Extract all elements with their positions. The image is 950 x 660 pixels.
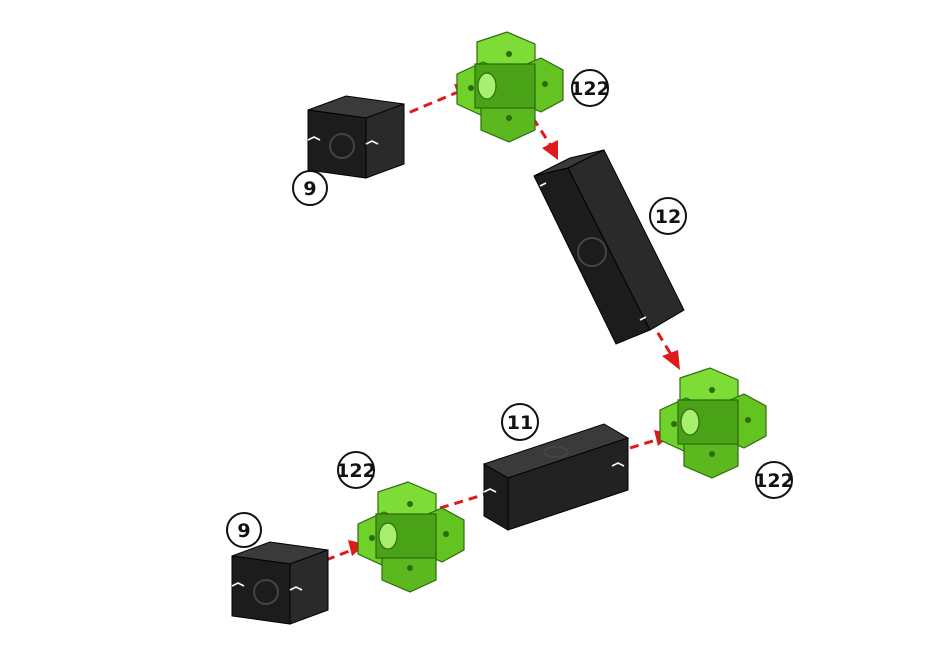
block-9-bottom bbox=[232, 542, 328, 624]
label-hub-122-bottom: 122 bbox=[336, 452, 376, 488]
svg-text:9: 9 bbox=[237, 520, 250, 542]
hub-122-top bbox=[457, 32, 563, 142]
label-hub-122-top: 122 bbox=[570, 70, 610, 106]
label-rod-11: 11 bbox=[502, 404, 538, 440]
label-hub-122-right: 122 bbox=[754, 462, 794, 498]
hub-122-right bbox=[660, 368, 766, 478]
svg-text:11: 11 bbox=[507, 412, 533, 434]
svg-text:12: 12 bbox=[655, 206, 681, 228]
label-block-9-top: 9 bbox=[293, 171, 327, 205]
block-9-top bbox=[308, 96, 404, 178]
label-rod-12: 12 bbox=[650, 198, 686, 234]
svg-text:9: 9 bbox=[303, 178, 316, 200]
rod-11 bbox=[484, 424, 628, 530]
svg-text:122: 122 bbox=[754, 470, 794, 492]
svg-text:122: 122 bbox=[336, 460, 376, 482]
rod-12 bbox=[534, 150, 684, 344]
svg-text:122: 122 bbox=[570, 78, 610, 100]
arrow-hub122top-to-rod12 bbox=[533, 118, 558, 160]
label-block-9-bottom: 9 bbox=[227, 513, 261, 547]
hub-122-bottom bbox=[358, 482, 464, 592]
